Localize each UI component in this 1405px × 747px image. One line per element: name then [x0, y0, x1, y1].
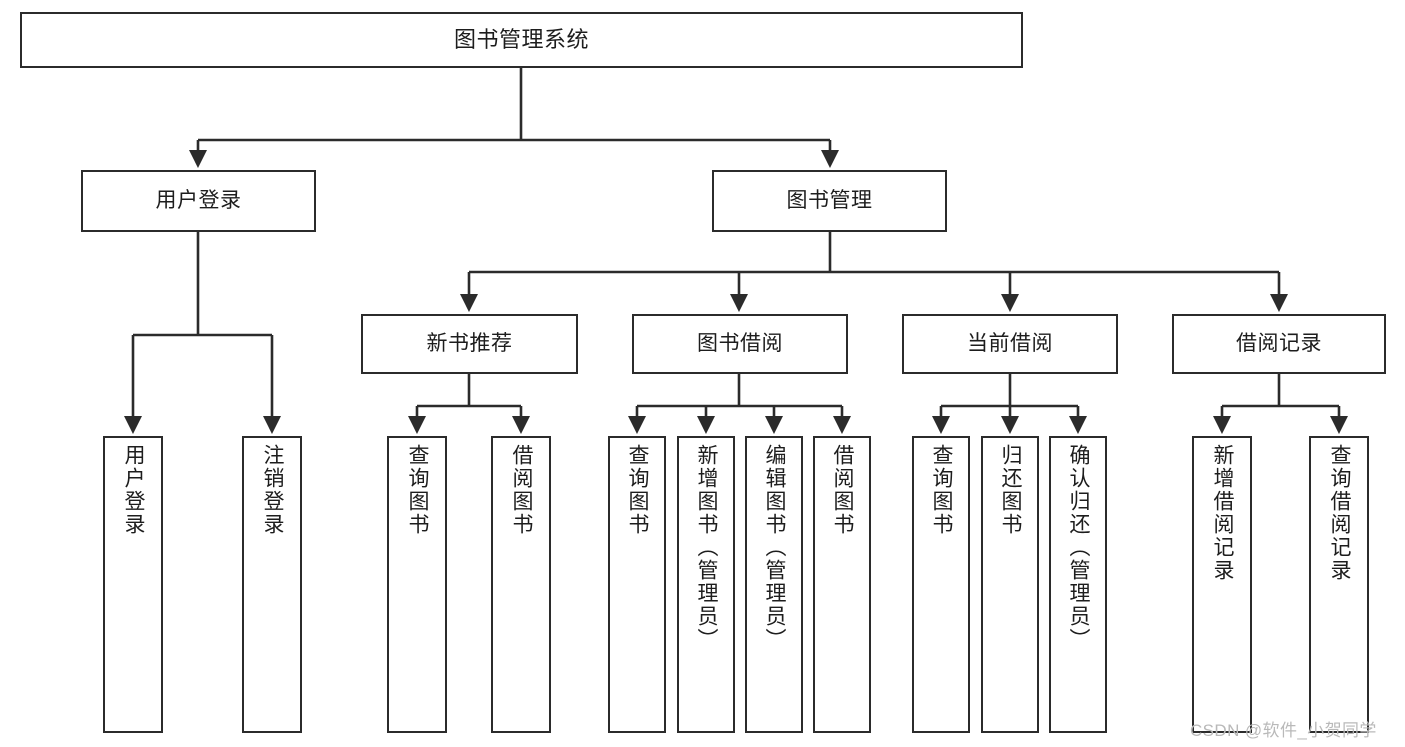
csdn-watermark: CSDN @软件_小贺同学 [1190, 721, 1377, 740]
node-user-login[interactable]: 用户登录 [81, 170, 316, 232]
node-label: 用户登录 [155, 188, 242, 212]
node-leaf-add-record[interactable]: 新增借阅记录 [1192, 436, 1252, 733]
node-root-system[interactable]: 图书管理系统 [20, 12, 1023, 68]
node-leaf-user-login[interactable]: 用户登录 [103, 436, 163, 733]
node-leaf-confirm-return[interactable]: 确认归还（管理员） [1049, 436, 1107, 733]
node-label: 查询图书 [626, 444, 650, 536]
node-leaf-logout-login[interactable]: 注销登录 [242, 436, 302, 733]
node-leaf-edit-book[interactable]: 编辑图书（管理员） [745, 436, 803, 733]
node-label: 用户登录 [122, 444, 146, 536]
node-label: 新书推荐 [426, 331, 513, 355]
node-label: 查询图书 [406, 444, 430, 536]
node-leaf-add-book[interactable]: 新增图书（管理员） [677, 436, 735, 733]
node-leaf-borrow-book-2[interactable]: 借阅图书 [813, 436, 871, 733]
node-book-management[interactable]: 图书管理 [712, 170, 947, 232]
node-label: 确认归还（管理员） [1067, 444, 1091, 651]
node-label: 新增图书（管理员） [695, 444, 719, 651]
node-leaf-return-book[interactable]: 归还图书 [981, 436, 1039, 733]
node-leaf-query-book-2[interactable]: 查询图书 [608, 436, 666, 733]
node-leaf-query-book-3[interactable]: 查询图书 [912, 436, 970, 733]
node-leaf-borrow-book-1[interactable]: 借阅图书 [491, 436, 551, 733]
node-label: 归还图书 [999, 444, 1023, 536]
node-label: 查询图书 [930, 444, 954, 536]
node-leaf-query-book-1[interactable]: 查询图书 [387, 436, 447, 733]
node-label: 图书借阅 [697, 331, 783, 355]
node-label: 图书管理系统 [453, 27, 589, 53]
node-book-borrow[interactable]: 图书借阅 [632, 314, 848, 374]
node-label: 借阅图书 [831, 444, 855, 536]
node-label: 新增借阅记录 [1211, 444, 1235, 582]
node-label: 查询借阅记录 [1328, 444, 1352, 582]
node-label: 注销登录 [261, 444, 285, 536]
node-current-borrow[interactable]: 当前借阅 [902, 314, 1118, 374]
node-label: 编辑图书（管理员） [763, 444, 787, 651]
node-label: 借阅记录 [1236, 331, 1322, 355]
node-leaf-query-record[interactable]: 查询借阅记录 [1309, 436, 1369, 733]
node-label: 借阅图书 [510, 444, 534, 536]
node-new-book-recommend[interactable]: 新书推荐 [361, 314, 578, 374]
node-label: 图书管理 [786, 188, 873, 212]
node-label: 当前借阅 [967, 331, 1053, 355]
node-borrow-record[interactable]: 借阅记录 [1172, 314, 1386, 374]
